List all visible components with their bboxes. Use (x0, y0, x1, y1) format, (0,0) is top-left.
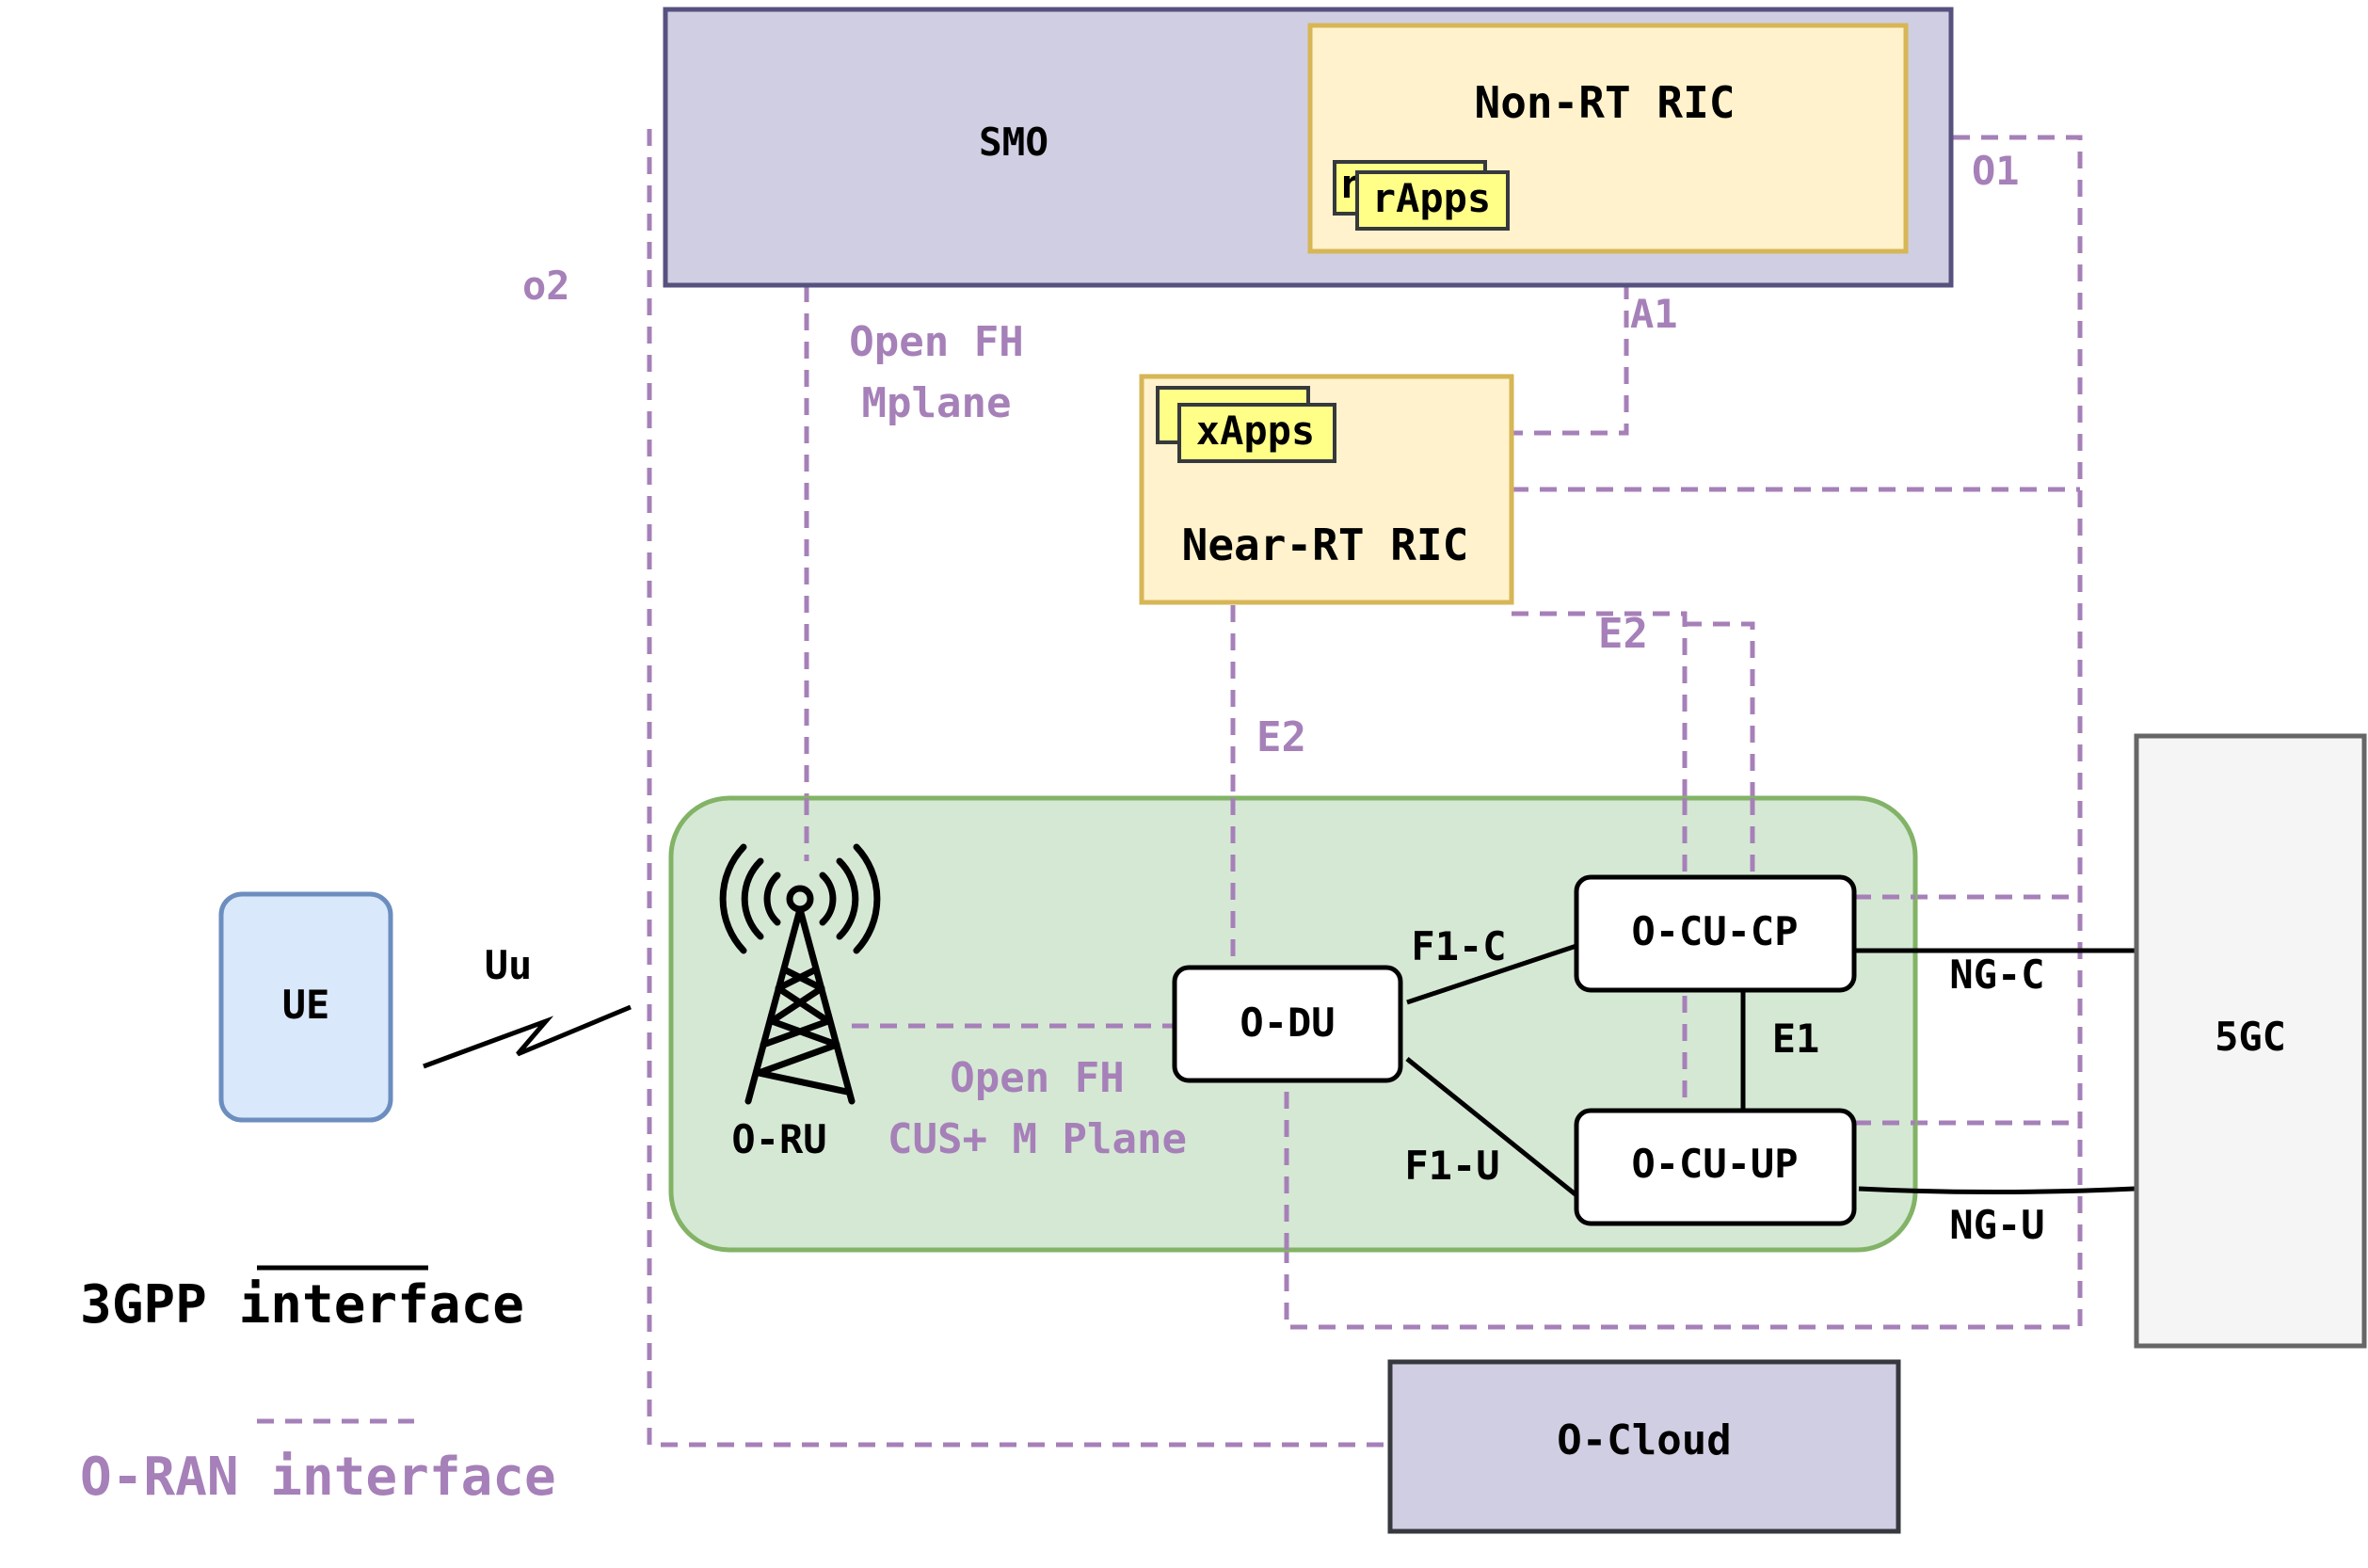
non-rt-ric-label: Non-RT RIC (1475, 77, 1736, 128)
ngc-label: NG-C (1949, 952, 2044, 998)
rapps-card (1355, 170, 1510, 231)
o-cloud-box (1387, 1359, 1901, 1534)
smo-label: SMO (979, 120, 1048, 165)
ngu-line (1858, 1186, 2136, 1194)
o1-line (1284, 135, 2083, 1330)
o-cu-up-label: O-CU-UP (1631, 1141, 1798, 1187)
f1c-line (1406, 943, 1577, 1005)
e2-cu-line (1512, 611, 1688, 1106)
o-cu-cp-label: O-CU-CP (1631, 908, 1798, 954)
o1-label: O1 (1972, 148, 2020, 194)
a1-line (1512, 254, 1629, 436)
near-rt-ric-label: Near-RT RIC (1182, 520, 1469, 570)
radio-tower-icon (719, 843, 881, 1105)
e1-label: E1 (1772, 1016, 1820, 1062)
o2-label: o2 (522, 263, 570, 309)
o-cu-up-box (1574, 1108, 1857, 1226)
open-fh-mplane-label-1: Open FH (849, 318, 1023, 366)
ngu-label: NG-U (1949, 1202, 2044, 1248)
legend-gpp-label: 3GPP interface (80, 1274, 524, 1336)
o-cloud-label: O-Cloud (1557, 1416, 1731, 1464)
ue-label: UE (282, 982, 330, 1028)
oran-interface-lines (647, 129, 2083, 1448)
f1u-line (1405, 1057, 1578, 1197)
o-du-label: O-DU (1240, 1000, 1335, 1046)
e2-cu-line-2 (1685, 621, 1755, 875)
legend-oran-label: O-RAN interface (80, 1447, 556, 1508)
open-fh-cus-label-2: CUS+ M Plane (888, 1115, 1187, 1163)
uu-label: Uu (485, 942, 533, 988)
core-box (2134, 733, 2367, 1349)
open-fh-cus-label-1: Open FH (950, 1054, 1124, 1102)
o2-line (647, 129, 1388, 1448)
e2-cu-label: E2 (1598, 610, 1648, 658)
o-ru-label: O-RU (731, 1116, 826, 1162)
open-fh-mplane-label-2: Mplane (862, 379, 1012, 427)
core-label: 5GC (2215, 1014, 2286, 1060)
f1u-label: F1-U (1404, 1143, 1499, 1189)
f1c-label: F1-C (1411, 923, 1506, 969)
xapps-card (1177, 403, 1336, 463)
ue-box (218, 891, 393, 1123)
o-du-box (1172, 965, 1403, 1083)
rapps-label: rApps (1372, 175, 1491, 221)
xapps-label: xApps (1196, 408, 1315, 454)
gpp-interface-lines (423, 943, 2136, 1197)
o-cu-cp-box (1574, 874, 1857, 993)
a1-label: A1 (1630, 291, 1678, 337)
uu-link-icon (423, 1004, 632, 1069)
e2-du-label: E2 (1256, 713, 1306, 761)
